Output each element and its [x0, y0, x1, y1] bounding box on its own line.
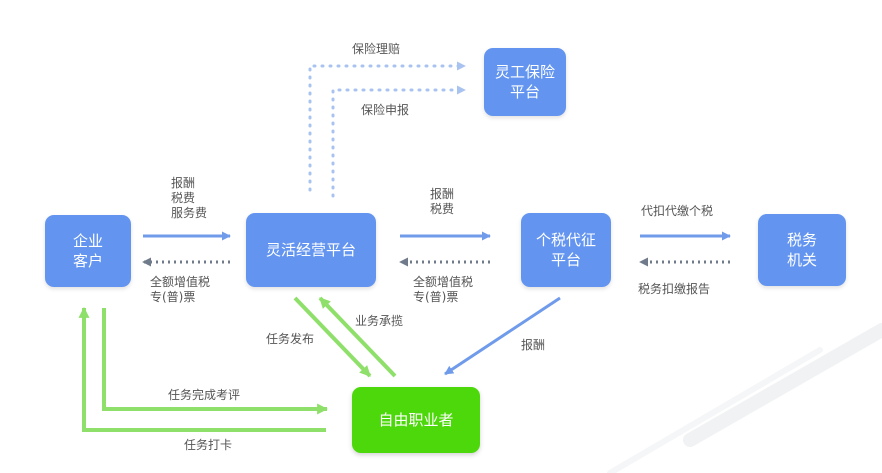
decor-stripe — [607, 347, 823, 473]
insurance-report-label: 保险申报 — [361, 103, 410, 117]
tax-authority-node: 税务 机关 — [758, 214, 846, 286]
remuneration-arrow — [444, 296, 561, 376]
insurance-node: 灵工保险 平台 — [484, 48, 566, 116]
authority-to-tax-agent-label: 税务扣缴报告 — [638, 282, 711, 296]
freelancer-label: 自由职业者 — [378, 411, 454, 429]
remuneration-label: 报酬 — [521, 338, 546, 352]
freelancer-node: 自由职业者 — [352, 387, 480, 453]
tax-authority-label: 税务 机关 — [786, 231, 817, 269]
insurance-report-arrow — [331, 85, 467, 198]
tax-agent-node: 个税代征 平台 — [521, 213, 611, 287]
task-publish-label: 任务发布 — [266, 332, 315, 346]
tax-agent-to-authority-label: 代扣代缴个税 — [641, 204, 714, 218]
task-accept-label: 业务承揽 — [355, 314, 404, 328]
task-checkin-label: 任务打卡 — [184, 438, 233, 452]
insurance-label: 灵工保险 平台 — [494, 63, 555, 101]
task-evaluation-label: 任务完成考评 — [168, 388, 241, 402]
platform-to-client-label: 全额增值税 专(普)票 — [150, 275, 211, 304]
decor-stripe — [683, 323, 882, 447]
insurance-claim-label: 保险理赔 — [352, 42, 401, 56]
task-checkin-arrow — [78, 306, 326, 432]
insurance-claim-arrow — [308, 61, 467, 192]
task-publish-arrow — [293, 296, 372, 378]
tax-agent-label: 个税代征 平台 — [535, 231, 596, 269]
enterprise-client-label: 企业 客户 — [72, 232, 103, 270]
enterprise-client-node: 企业 客户 — [45, 215, 131, 287]
task-accept-arrow — [318, 296, 397, 378]
platform-to-tax-agent-label: 报酬 税费 — [430, 187, 455, 216]
flex-platform-label: 灵活经营平台 — [265, 241, 356, 259]
client-to-platform-label: 报酬 税费 服务费 — [171, 176, 208, 220]
flex-platform-node: 灵活经营平台 — [246, 213, 376, 287]
task-evaluation-arrow — [102, 308, 329, 415]
tax-agent-to-platform-label: 全额增值税 专(普)票 — [413, 275, 474, 304]
